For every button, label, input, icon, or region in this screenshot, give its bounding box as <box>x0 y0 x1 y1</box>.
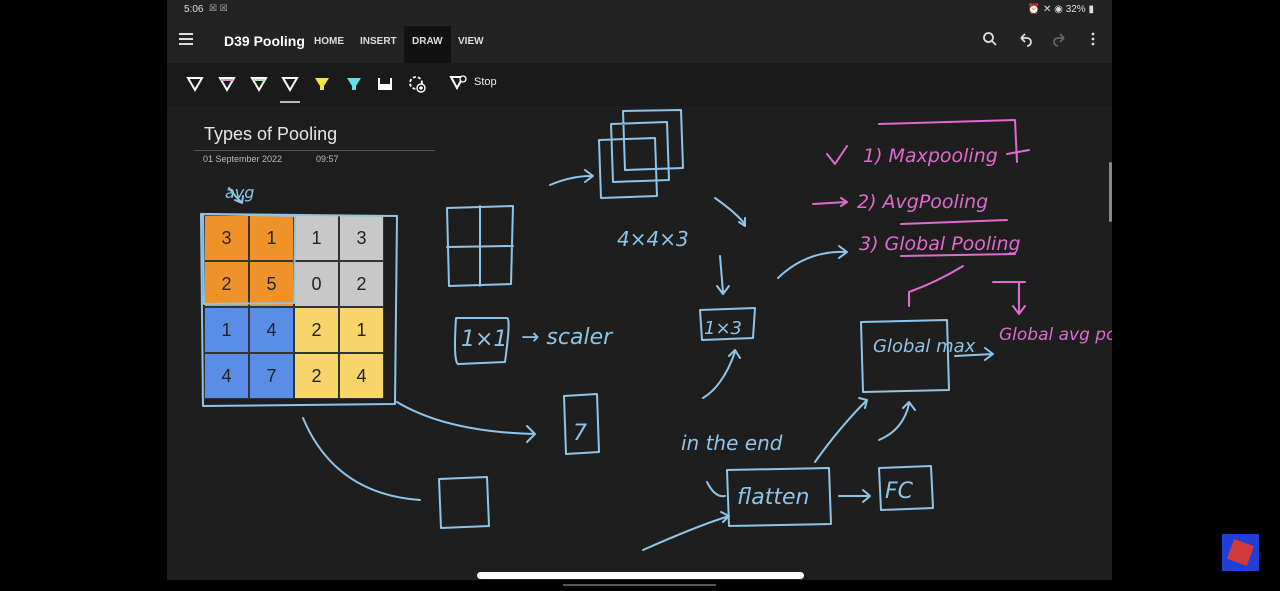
note-list-2: 2) AvgPooling <box>857 191 988 213</box>
note-1x1: 1×1 <box>461 327 507 352</box>
selected-pen-indicator <box>280 101 300 103</box>
grid-cell: 7 <box>249 353 294 399</box>
page-date: 01 September 2022 <box>203 154 283 164</box>
home-indicator[interactable] <box>477 572 804 579</box>
document-title: D39 Pooling <box>224 33 305 49</box>
redo-icon[interactable] <box>1050 31 1070 51</box>
search-icon[interactable] <box>980 31 1000 51</box>
corner-logo-icon <box>1222 534 1259 571</box>
draw-toolbar: Stop <box>167 63 1112 106</box>
pen-green-icon[interactable] <box>249 74 269 94</box>
grid-cell: 1 <box>294 215 339 261</box>
status-icons: ⏰ ✕ ◉ <box>1027 4 1066 15</box>
tab-home[interactable]: HOME <box>314 36 344 47</box>
battery-percent: 32% <box>1065 4 1086 15</box>
tab-draw[interactable]: DRAW <box>404 26 451 63</box>
status-time: 5:06 <box>184 4 204 15</box>
pooling-grid: 3 1 1 3 2 5 0 2 1 4 2 1 4 7 2 4 <box>204 215 384 399</box>
note-1x3: 1×3 <box>704 318 742 339</box>
pen-pink-icon[interactable] <box>217 74 237 94</box>
pen-selected-icon[interactable] <box>280 74 300 94</box>
status-right: ⏰ ✕ ◉ 32% ▮ <box>1028 4 1094 15</box>
title-bar: D39 Pooling HOME INSERT DRAW VIEW <box>167 20 1112 63</box>
grid-cell: 2 <box>294 307 339 353</box>
grid-cell: 0 <box>294 261 339 307</box>
note-canvas[interactable]: Types of Pooling 01 September 2022 09:57… <box>167 106 1112 580</box>
undo-icon[interactable] <box>1015 31 1035 51</box>
note-flatten: flatten <box>737 485 809 510</box>
tab-insert[interactable]: INSERT <box>360 36 397 47</box>
note-seven: 7 <box>573 421 587 446</box>
note-fc: FC <box>885 479 914 504</box>
note-list-1: 1) Maxpooling <box>863 145 998 167</box>
highlighter-cyan-icon[interactable] <box>344 74 364 94</box>
tab-view[interactable]: VIEW <box>458 36 484 47</box>
battery-icon: ▮ <box>1088 4 1094 15</box>
note-dims: 4×4×3 <box>617 227 689 251</box>
highlighter-yellow-icon[interactable] <box>312 74 332 94</box>
stop-pen-icon[interactable] <box>449 74 467 94</box>
note-list-3: 3) Global Pooling <box>859 233 1021 255</box>
note-scalar: → scaler <box>521 325 614 350</box>
grid-cell: 3 <box>204 215 249 261</box>
eraser-icon[interactable] <box>375 74 395 94</box>
notification-icons: ☒ ☒ <box>209 3 228 13</box>
grid-cell: 3 <box>339 215 384 261</box>
lasso-add-icon[interactable] <box>407 74 427 94</box>
note-global-max: Global max <box>873 336 976 357</box>
grid-cell: 4 <box>339 353 384 399</box>
pen-white-icon[interactable] <box>185 74 205 94</box>
grid-cell: 5 <box>249 261 294 307</box>
note-in-the-end: in the end <box>681 431 783 455</box>
grid-cell: 2 <box>339 261 384 307</box>
scroll-indicator[interactable] <box>1109 162 1112 222</box>
onenote-app: 5:06 ☒ ☒ ⏰ ✕ ◉ 32% ▮ D39 Pooling HOME IN… <box>167 0 1112 580</box>
grid-cell: 1 <box>249 215 294 261</box>
hamburger-menu-icon[interactable] <box>179 33 193 45</box>
grid-cell: 1 <box>339 307 384 353</box>
grid-cell: 2 <box>204 261 249 307</box>
status-bar: 5:06 ☒ ☒ ⏰ ✕ ◉ 32% ▮ <box>167 0 1112 20</box>
ink-layer: avg 4×4×3 1×1 → scaler 1×3 7 in the end … <box>200 109 1112 551</box>
note-global-avg: Global avg pooling <box>999 325 1112 345</box>
grid-cell: 1 <box>204 307 249 353</box>
grid-cell: 4 <box>249 307 294 353</box>
page-title: Types of Pooling <box>204 124 338 144</box>
more-vert-icon[interactable] <box>1083 31 1103 51</box>
grid-cell: 4 <box>204 353 249 399</box>
note-avg: avg <box>225 183 254 202</box>
stop-label[interactable]: Stop <box>474 76 497 88</box>
page-time: 09:57 <box>316 154 339 164</box>
grid-cell: 2 <box>294 353 339 399</box>
nav-handle <box>563 584 716 586</box>
title-underline <box>194 150 435 151</box>
